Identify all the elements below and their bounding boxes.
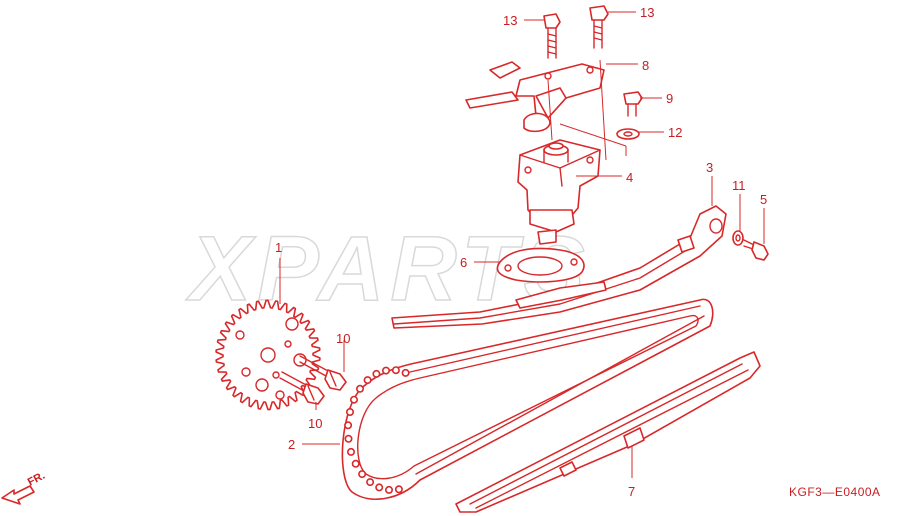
callout-2: 2 [288, 437, 295, 452]
tensioner-gasket [496, 247, 585, 283]
callout-3: 3 [706, 160, 713, 175]
tensioner-bracket [465, 61, 605, 133]
chain-roller [366, 478, 375, 487]
chain-roller [349, 395, 358, 404]
chain-roller [394, 485, 403, 494]
cam-sprocket [215, 299, 321, 411]
sprocket-bolt-lower [279, 371, 325, 405]
diagram-code: KGF3—E0400A [789, 485, 881, 499]
tensioner-arm [391, 205, 727, 329]
front-direction-marker: FR. [1, 470, 47, 505]
callout-7: 7 [628, 484, 635, 499]
bolt-13-right [589, 5, 609, 49]
chain-roller [375, 483, 384, 492]
callout-13-left: 13 [503, 13, 517, 28]
callout-5: 5 [760, 192, 767, 207]
callout-10-upper: 10 [336, 331, 350, 346]
callout-11: 11 [732, 178, 746, 193]
cam-chain [341, 298, 714, 500]
washer-12 [616, 128, 640, 140]
chain-roller [346, 447, 355, 456]
front-arrow-icon [1, 485, 35, 505]
chain-roller [372, 369, 381, 378]
chain-roller [344, 421, 353, 430]
chain-roller [391, 366, 400, 375]
sprocket-bolt-upper [299, 355, 347, 391]
chain-roller [355, 384, 364, 393]
chain-roller [358, 470, 367, 479]
chain-roller [384, 485, 393, 494]
washer-11 [732, 230, 744, 246]
chain-roller [363, 376, 372, 385]
chain-roller [351, 459, 360, 468]
tensioner-lifter [517, 139, 601, 245]
callout-9: 9 [666, 91, 673, 106]
chain-roller [381, 366, 390, 375]
chain-guide [455, 351, 761, 513]
bolt-5 [743, 239, 769, 261]
callout-13-right: 13 [640, 5, 654, 20]
bolt-13-left [543, 13, 561, 59]
callout-1: 1 [275, 240, 282, 255]
callout-4: 4 [626, 170, 633, 185]
chain-roller [345, 407, 354, 416]
bolt-9 [623, 91, 643, 117]
callout-10-lower: 10 [308, 416, 322, 431]
callout-8: 8 [642, 58, 649, 73]
callout-12: 12 [668, 125, 682, 140]
chain-roller [401, 368, 410, 377]
chain-roller [344, 434, 353, 443]
front-label: FR. [26, 470, 47, 489]
callout-6: 6 [460, 255, 467, 270]
